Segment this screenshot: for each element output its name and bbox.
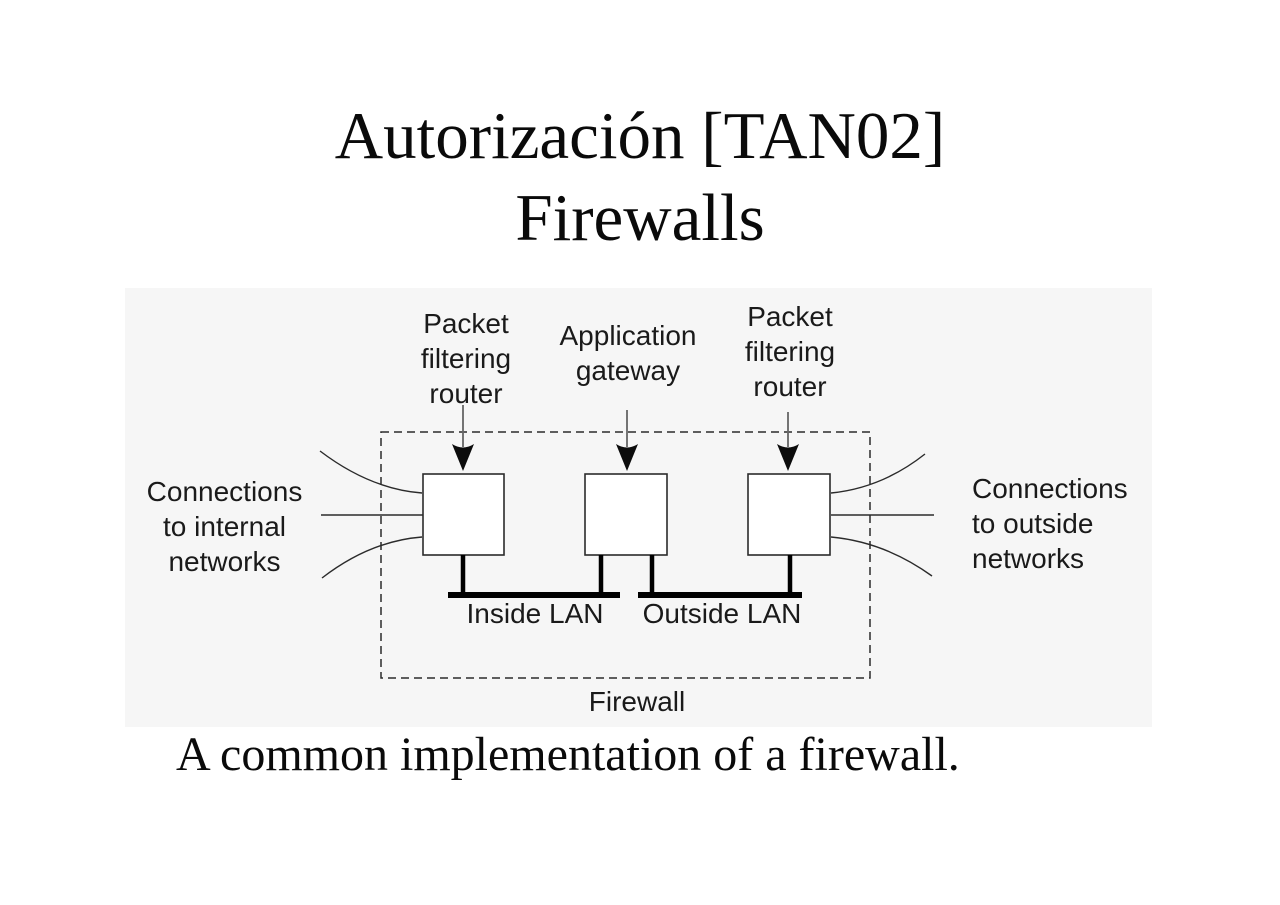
label-packet-filtering-router-right: Packet filtering router [744,301,836,402]
arrow-down-icon-middle [616,410,638,471]
internal-line-top [319,450,423,494]
arrow-head [616,444,638,471]
firewall-diagram-drawing [319,405,934,679]
arrow-down-icon-right [777,412,799,471]
outside-line-bottom [830,536,933,577]
title-line-1: Autorización [TAN02] [334,99,946,173]
arrow-head [777,444,799,471]
outside-line-top [830,453,926,494]
packet-filtering-router-box-left [422,473,505,556]
internal-network-lines [319,450,423,579]
slide-title: Autorización [TAN02] Firewalls [0,95,1280,259]
internal-line-bottom [321,536,423,579]
firewall-diagram: Packet filtering router Application gate… [125,288,1152,727]
label-connections-internal: Connections to internal networks [146,476,303,577]
label-application-gateway: Application gateway [559,320,697,386]
label-firewall: Firewall [588,686,686,717]
label-inside-lan: Inside LAN [466,598,604,629]
arrow-down-icon-left [452,405,474,471]
firewall-boundary-box [380,431,871,679]
lan-connection-legs [460,555,793,593]
application-gateway-box [584,473,668,556]
caption: A common implementation of a firewall. [176,728,960,781]
label-packet-filtering-router-left: Packet filtering router [420,308,512,409]
title-line-2: Firewalls [515,181,765,255]
outside-network-lines [830,453,934,577]
packet-filtering-router-box-right [747,473,831,556]
label-connections-outside: Connections to outside networks [972,473,1128,574]
label-outside-lan: Outside LAN [642,598,802,629]
arrow-head [452,444,474,471]
